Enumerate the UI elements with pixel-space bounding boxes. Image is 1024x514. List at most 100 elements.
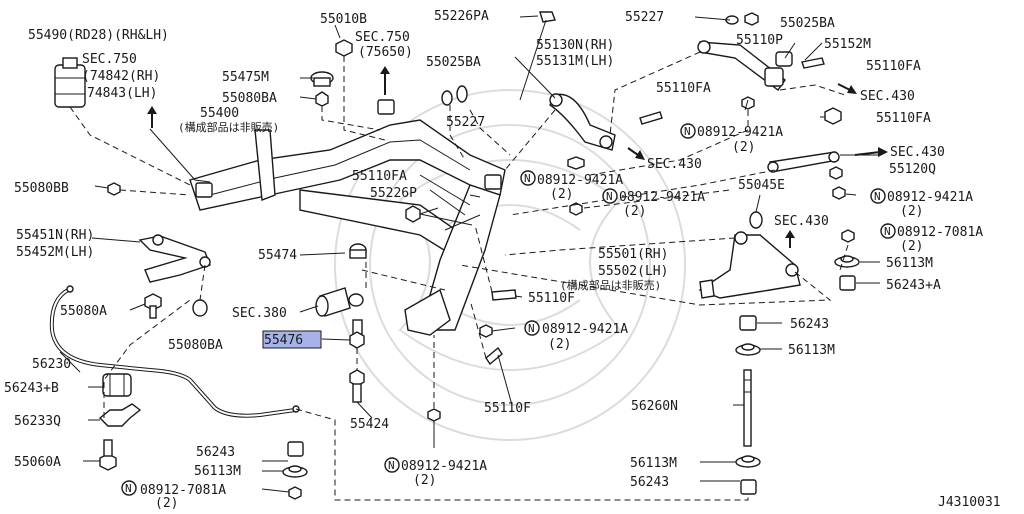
label-55080a[interactable]: 55080A	[60, 304, 107, 319]
stabilizer-bushing	[102, 373, 132, 397]
label-55502[interactable]: 55502(LH)	[598, 264, 668, 279]
label-55131m[interactable]: 55131M(LH)	[536, 54, 614, 69]
label-55476[interactable]: 55476	[264, 333, 303, 348]
bolt-55080a	[144, 293, 162, 319]
label-56243-c[interactable]: 56243	[630, 475, 669, 490]
bolt-55226pa	[519, 11, 556, 101]
leader-lines	[59, 15, 880, 501]
label-sec750b-r: (75650)	[358, 45, 413, 60]
label-55110p[interactable]: 55110P	[736, 33, 783, 48]
label-56260n[interactable]: 56260N	[631, 399, 678, 414]
label-55227-b[interactable]: 55227	[625, 10, 664, 25]
label-55060a[interactable]: 55060A	[14, 455, 61, 470]
label-55130n[interactable]: 55130N(RH)	[536, 38, 614, 53]
label-08912-5[interactable]: 08912-7081A	[897, 225, 983, 240]
label-55025ba-a[interactable]: 55025BA	[426, 55, 481, 70]
stabilizer-clamp	[98, 403, 142, 427]
label-08912-1[interactable]: 08912-9421A	[697, 125, 783, 140]
label-08912-1q: (2)	[732, 140, 755, 155]
bolt-55110f-b	[485, 346, 503, 366]
sec-arrows	[147, 66, 888, 248]
bushing-56243-bottom	[282, 441, 308, 500]
label-55110fa-a[interactable]: 55110FA	[866, 59, 921, 74]
rear-suspension-member	[189, 99, 506, 336]
label-sec430b[interactable]: SEC.430	[647, 157, 702, 172]
n-mark: N	[884, 225, 891, 238]
label-56243a[interactable]: 56243+A	[886, 278, 941, 293]
link-55110p	[697, 12, 825, 110]
highlight-55476	[262, 330, 322, 349]
label-55080ba-bot[interactable]: 55080BA	[168, 338, 223, 353]
label-56243-a[interactable]: 56243	[790, 317, 829, 332]
bolt-55226p	[405, 205, 439, 223]
label-55452m[interactable]: 55452M(LH)	[16, 245, 94, 260]
label-08912-8[interactable]: 08912-9421A	[401, 459, 487, 474]
label-55045e[interactable]: 55045E	[738, 178, 785, 193]
label-55110f-b[interactable]: 55110F	[484, 401, 531, 416]
label-55080ba-top[interactable]: 55080BA	[222, 91, 277, 106]
watermark-seal	[334, 89, 686, 441]
label-08912-3[interactable]: 08912-9421A	[619, 190, 705, 205]
label-56113m-d[interactable]: 56113M	[630, 456, 677, 471]
label-55226p[interactable]: 55226P	[370, 186, 417, 201]
label-sec430a[interactable]: SEC.430	[860, 89, 915, 104]
bolt-55110f-a	[491, 289, 517, 301]
label-55424[interactable]: 55424	[350, 417, 389, 432]
label-56233q[interactable]: 56233Q	[14, 414, 61, 429]
n-mark: N	[125, 482, 132, 495]
label-56113m-c[interactable]: 56113M	[194, 464, 241, 479]
label-08912-6[interactable]: 08912-9421A	[542, 322, 628, 337]
n-mark: N	[524, 172, 531, 185]
label-55110f-a[interactable]: 55110F	[528, 291, 575, 306]
bushing-56113m-lower	[735, 455, 761, 495]
label-55120q[interactable]: 55120Q	[889, 162, 936, 177]
label-sec430d[interactable]: SEC.430	[774, 214, 829, 229]
label-sec750a-r1: (74842(RH)	[82, 69, 160, 84]
stopper-55474	[349, 243, 367, 259]
label-55400[interactable]: 55400	[200, 106, 239, 121]
nut-55080ba-lower	[192, 299, 208, 317]
label-08912-2[interactable]: 08912-9421A	[537, 173, 623, 188]
label-08912-4[interactable]: 08912-9421A	[887, 190, 973, 205]
label-08912-6q: (2)	[548, 337, 571, 352]
label-55010b[interactable]: 55010B	[320, 12, 367, 27]
label-sec750a[interactable]: SEC.750	[82, 52, 137, 67]
label-56243-b[interactable]: 56243	[196, 445, 235, 460]
label-sec750a-r2: 74843(LH)	[87, 86, 157, 101]
label-55152m[interactable]: 55152M	[824, 37, 871, 52]
label-08912-8q: (2)	[413, 473, 436, 488]
stopper-55475m	[310, 71, 334, 107]
bushing-56113m-a	[834, 255, 860, 268]
label-sec380[interactable]: SEC.380	[232, 306, 287, 321]
washer-55025ba	[441, 85, 468, 106]
label-55110fa-b[interactable]: 55110FA	[656, 81, 711, 96]
label-55451n[interactable]: 55451N(RH)	[16, 228, 94, 243]
label-55110fa-c[interactable]: 55110FA	[876, 111, 931, 126]
label-55490[interactable]: 55490(RD28)(RH&LH)	[28, 28, 169, 43]
label-55474[interactable]: 55474	[258, 248, 297, 263]
label-55227-a[interactable]: 55227	[446, 115, 485, 130]
label-55226pa[interactable]: 55226PA	[434, 9, 489, 24]
label-55475m[interactable]: 55475M	[222, 70, 269, 85]
circled-n-markers	[121, 123, 896, 496]
bolt-55424	[349, 369, 365, 403]
bushing-56243-col	[735, 315, 761, 356]
label-08912-7[interactable]: 08912-7081A	[140, 483, 226, 498]
label-56243b[interactable]: 56243+B	[4, 381, 59, 396]
label-56113m-b[interactable]: 56113M	[788, 343, 835, 358]
label-55110fa-d[interactable]: 55110FA	[352, 169, 407, 184]
lower-link-55451n	[138, 234, 211, 283]
label-sec750b[interactable]: SEC.750	[355, 30, 410, 45]
label-55025ba-b[interactable]: 55025BA	[780, 16, 835, 31]
n-mark: N	[528, 322, 535, 335]
diagram-code: J4310031	[938, 495, 1001, 510]
label-56230[interactable]: 56230	[32, 357, 71, 372]
label-55501[interactable]: 55501(RH)	[598, 247, 668, 262]
label-55080bb[interactable]: 55080BB	[14, 181, 69, 196]
label-56113m-a[interactable]: 56113M	[886, 256, 933, 271]
bolt-55476	[349, 319, 365, 349]
bolt-55010b	[335, 39, 353, 57]
nut-08912-mid	[427, 202, 583, 422]
label-sec430c[interactable]: SEC.430	[890, 145, 945, 160]
